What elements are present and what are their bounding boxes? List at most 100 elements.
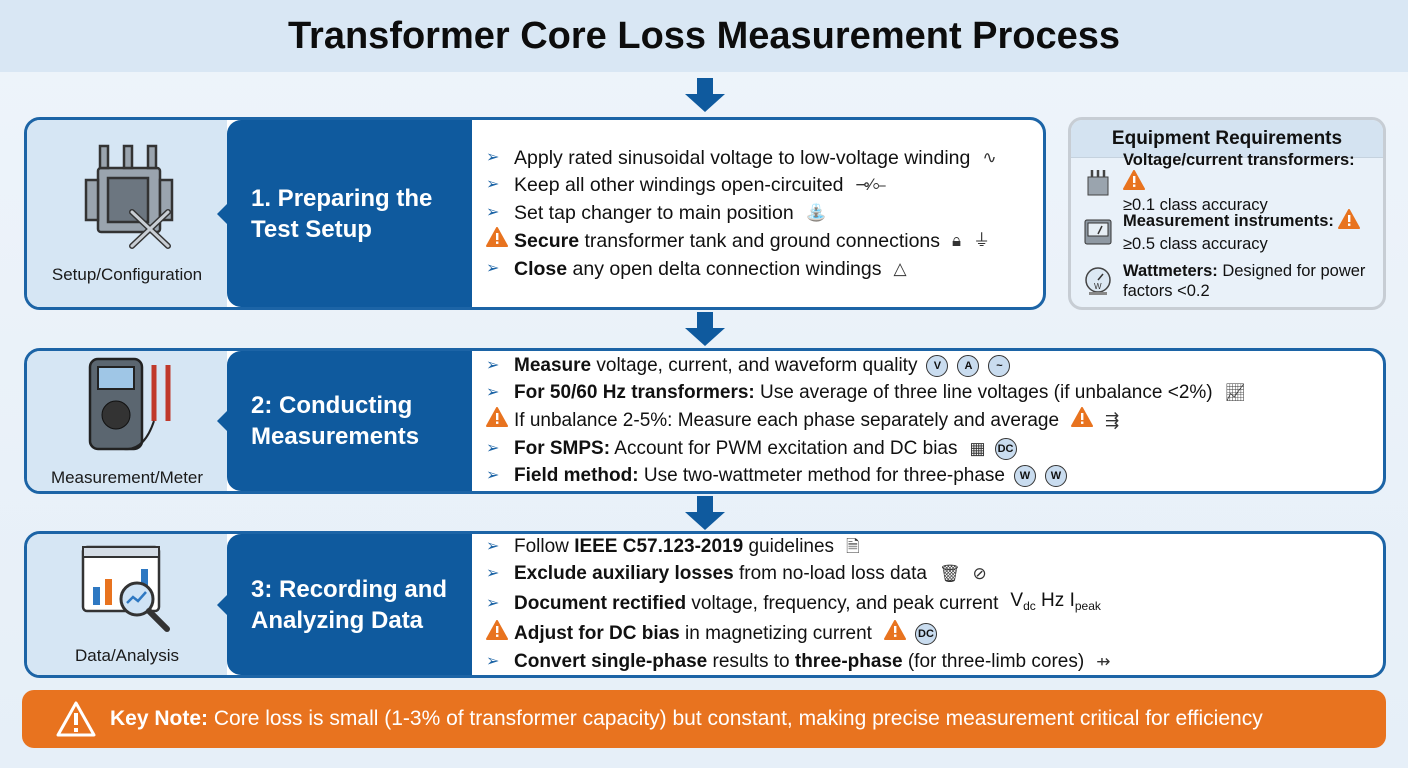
item-text: transformer tank and ground connections — [579, 229, 941, 252]
step-side: Data/Analysis — [27, 534, 227, 675]
multimeter-icon — [72, 355, 182, 460]
item-text: Field method: — [514, 465, 639, 486]
data-analysis-icon — [77, 543, 177, 638]
item-text: For 50/60 Hz transformers: — [514, 382, 755, 403]
tap-icon: ⛲ — [805, 202, 827, 222]
list-item: If unbalance 2-5%: Measure each phase se… — [486, 407, 1369, 435]
dc-badge-icon: DC — [994, 438, 1017, 460]
warning-icon — [486, 407, 508, 435]
item-text: Follow — [514, 536, 575, 557]
equipment-text: Designed for power factors <0.2 — [1123, 261, 1371, 300]
list-item: ➢ Apply rated sinusoidal voltage to low-v… — [486, 145, 1029, 172]
item-text: guidelines — [743, 536, 835, 557]
page-title: Transformer Core Loss Measurement Proces… — [287, 14, 1121, 57]
svg-text:W: W — [1094, 282, 1102, 291]
list-item: Adjust for DC bias in magnetizing curren… — [486, 620, 1369, 648]
phase-split-icon: ⇶ — [1105, 411, 1120, 430]
item-text: Measure — [514, 355, 592, 376]
list-item: ➢ Exclude auxiliary losses from no-load l… — [486, 561, 1369, 587]
warning-icon — [1071, 407, 1094, 435]
equipment-label: Measurement instruments: — [1123, 212, 1334, 230]
delta-icon: △ — [893, 258, 907, 278]
warning-icon — [486, 227, 508, 255]
bullet-arrow-icon: ➢ — [486, 384, 500, 401]
bullet-arrow-icon: ➢ — [486, 176, 500, 194]
equipment-item: Voltage/current transformers: ≥0.1 class… — [1071, 151, 1383, 214]
list-item: ➢Convert single-phase results to three-p… — [486, 649, 1369, 675]
flow-arrow-icon — [685, 496, 725, 530]
flow-arrow-icon — [685, 312, 725, 346]
item-text: Account for PWM excitation and DC bias — [610, 438, 958, 459]
chip-icon: ▦ — [969, 439, 986, 458]
equipment-item: W Wattmeters: Designed for power factors … — [1071, 256, 1383, 305]
item-text: any open delta connection windings — [567, 257, 882, 280]
step-panel-1: Setup/Configuration 1. Preparing the Test… — [24, 117, 1046, 310]
equipment-label: Voltage/current transformers: — [1123, 151, 1355, 169]
w-badge-icon: W — [1045, 465, 1067, 487]
item-text: Document rectified — [514, 592, 687, 614]
sine-wave-icon: ∿ — [982, 147, 997, 167]
step-items: ➢ Measure voltage, current, and waveform … — [472, 351, 1383, 491]
warning-icon — [883, 620, 906, 648]
flow-arrow-icon — [685, 78, 725, 112]
key-note-text: Core loss is small (1-3% of transformer … — [208, 707, 1263, 730]
item-text: voltage, current, and waveform quality — [591, 355, 918, 376]
item-text: three-phase — [794, 651, 903, 672]
bullet-arrow-icon: ➢ — [486, 259, 500, 277]
list-item: ➢ For SMPS: Account for PWM excitation an… — [486, 436, 1369, 462]
item-text: from no-load loss data — [733, 563, 927, 584]
item-text: in magnetizing current — [679, 623, 872, 644]
wave-badge-icon: ~ — [988, 355, 1011, 377]
item-text: For SMPS: — [514, 438, 611, 459]
step-title: 2: Conducting Measurements — [217, 351, 472, 491]
item-text: Use two-wattmeter method for three-phase — [638, 465, 1005, 486]
meter-icon — [1083, 217, 1113, 247]
item-text: voltage, frequency, and peak current — [686, 592, 999, 614]
item-text: Use average of three line voltages (if u… — [754, 382, 1213, 403]
transformer-icon — [1083, 168, 1113, 198]
bullet-arrow-icon: ➢ — [486, 148, 500, 166]
warning-icon — [486, 620, 508, 648]
wattmeter-icon: W — [1083, 266, 1113, 296]
item-text: Close — [514, 257, 568, 280]
side-label: Setup/Configuration — [51, 265, 203, 284]
equipment-text: ≥0.1 class accuracy — [1123, 196, 1268, 214]
bullet-arrow-icon: ➢ — [486, 203, 500, 221]
bullet-arrow-icon: ➢ — [486, 467, 500, 484]
warning-icon — [56, 701, 96, 737]
step-title: 3: Recording and Analyzing Data — [217, 534, 472, 675]
title-banner: Transformer Core Loss Measurement Proces… — [0, 0, 1408, 72]
warning-icon — [1338, 209, 1361, 233]
equipment-item: Measurement instruments: ≥0.5 class accu… — [1071, 207, 1383, 256]
item-text: Keep all other windings open-circuited — [514, 174, 844, 197]
key-note-banner: Key Note: Core loss is small (1-3% of tr… — [22, 690, 1386, 748]
key-note-label: Key Note: — [110, 707, 209, 730]
item-text: Apply rated sinusoidal voltage to low-vo… — [514, 146, 971, 169]
list-item: ➢ Close any open delta connection winding… — [486, 256, 1029, 283]
document-icon: 🗎 — [846, 537, 860, 556]
step-items: ➢Follow IEEE C57.123-2019 guidelines🗎➢Ex… — [472, 534, 1383, 675]
item-text: results to — [707, 651, 795, 672]
list-item: ➢Document rectified voltage, frequency, … — [486, 588, 1369, 619]
list-item: ➢ For 50/60 Hz transformers: Use average … — [486, 380, 1369, 406]
item-text: Adjust for DC bias — [514, 623, 680, 644]
item-text: Set tap changer to main position — [514, 201, 794, 224]
list-item: ➢ Measure voltage, current, and waveform … — [486, 353, 1369, 379]
trash-icon: 🗑︎ — [938, 564, 961, 583]
list-item: ➢ Field method: Use two-wattmeter method … — [486, 463, 1369, 489]
equipment-title: Equipment Requirements — [1071, 120, 1383, 158]
bullet-arrow-icon: ➢ — [486, 357, 500, 374]
v-badge-icon: V — [926, 355, 949, 377]
bullet-arrow-icon: ➢ — [486, 653, 500, 670]
warning-icon — [1123, 170, 1145, 194]
bullet-arrow-icon: ➢ — [486, 565, 500, 582]
a-badge-icon: A — [957, 355, 980, 377]
bullet-arrow-icon: ➢ — [486, 440, 500, 457]
item-text: If unbalance 2-5%: Measure each phase se… — [514, 410, 1060, 431]
transformer-wrench-icon — [72, 142, 182, 257]
list-item: ➢ Set tap changer to main position ⛲ — [486, 200, 1029, 227]
equipment-label: Wattmeters: — [1123, 261, 1218, 280]
step-title: 1. Preparing the Test Setup — [217, 120, 472, 307]
item-text: Exclude auxiliary losses — [514, 563, 734, 584]
bullet-arrow-icon: ➢ — [486, 538, 500, 555]
